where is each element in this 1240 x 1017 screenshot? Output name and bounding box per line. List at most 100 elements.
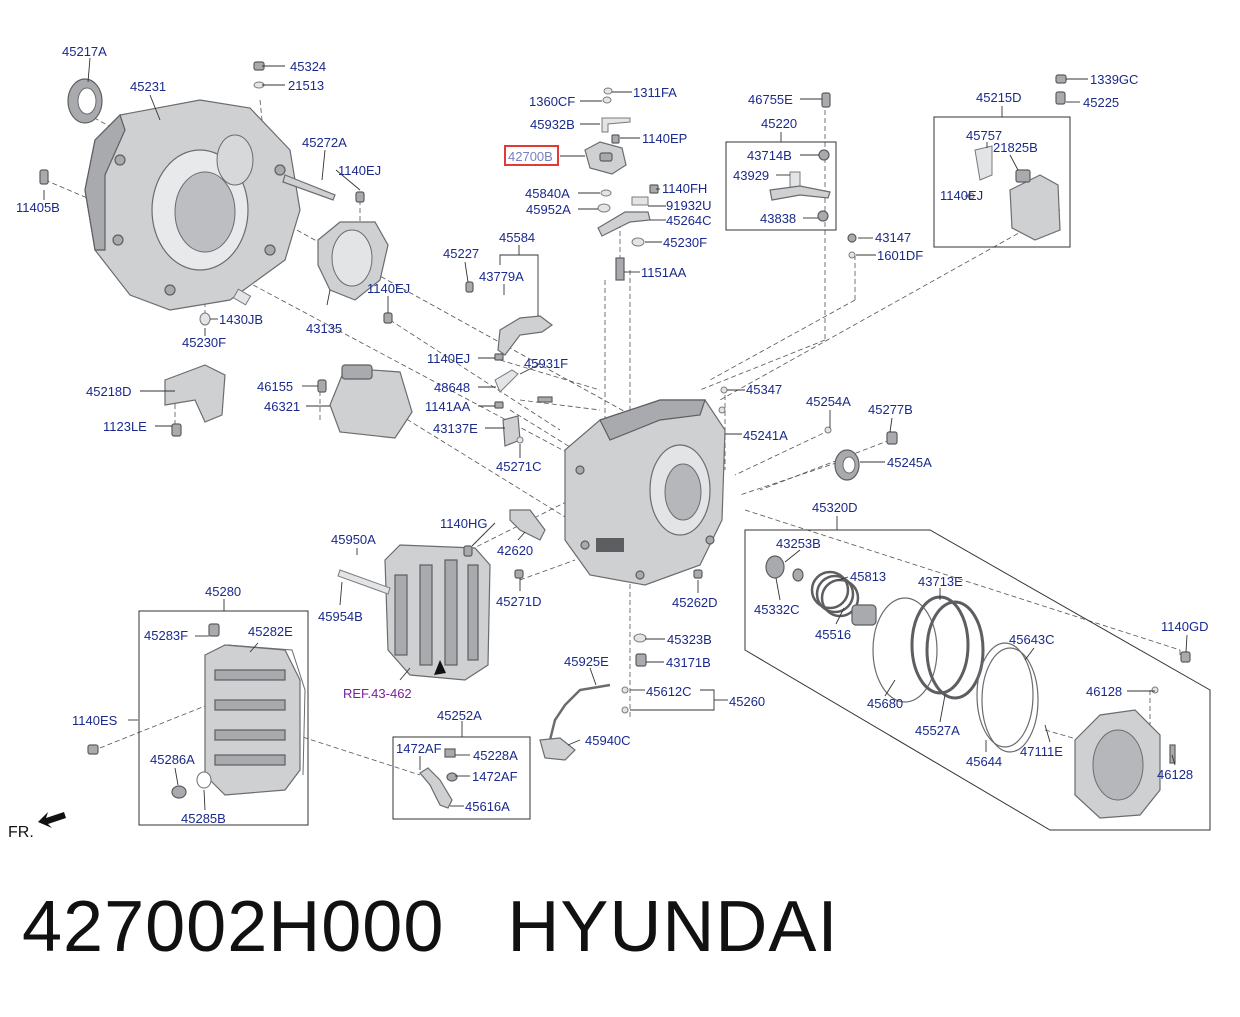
label-43929: 43929 bbox=[733, 168, 769, 183]
label-45254A: 45254A bbox=[806, 394, 851, 409]
mount-45215D bbox=[974, 145, 1061, 241]
label-45272A: 45272A bbox=[302, 135, 347, 150]
label-45320D: 45320D bbox=[812, 500, 858, 515]
footer-part-number: 427002H000 bbox=[22, 887, 445, 967]
label-1140GD: 1140GD bbox=[1161, 619, 1208, 634]
label-43171B: 43171B bbox=[666, 655, 711, 670]
label-45225: 45225 bbox=[1083, 95, 1119, 110]
label-45516: 45516 bbox=[815, 627, 851, 642]
label-ref-43-462[interactable]: REF.43-462 bbox=[343, 686, 412, 701]
label-43253B: 43253B bbox=[776, 536, 821, 551]
footer-caption: 427002H000 HYUNDAI bbox=[22, 886, 838, 968]
label-47111E: 47111E bbox=[1020, 744, 1063, 759]
label-1430JB: 1430JB bbox=[219, 312, 263, 327]
label-91932U: 91932U bbox=[666, 198, 712, 213]
label-45757: 45757 bbox=[966, 128, 1002, 143]
label-45616A: 45616A bbox=[465, 799, 510, 814]
label-45950A: 45950A bbox=[331, 532, 376, 547]
label-45241A: 45241A bbox=[743, 428, 788, 443]
label-1140EJ: 1140EJ bbox=[427, 351, 470, 366]
label-45252A: 45252A bbox=[437, 708, 482, 723]
label-45228A: 45228A bbox=[473, 748, 518, 763]
label-45215D: 45215D bbox=[976, 90, 1022, 105]
label-1140EJ: 1140EJ bbox=[940, 188, 983, 203]
label-1311FA: 1311FA bbox=[633, 85, 677, 100]
label-48648: 48648 bbox=[434, 380, 470, 395]
label-45262D: 45262D bbox=[672, 595, 718, 610]
label-45245A: 45245A bbox=[887, 455, 932, 470]
leader-lines bbox=[43, 57, 1188, 811]
front-direction-marker: FR. bbox=[8, 812, 66, 841]
label-45260: 45260 bbox=[729, 694, 765, 709]
label-1140EJ: 1140EJ bbox=[338, 163, 381, 178]
front-arrow-icon bbox=[38, 812, 66, 828]
label-45932B: 45932B bbox=[530, 117, 575, 132]
label-1601DF: 1601DF bbox=[877, 248, 923, 263]
label-43713E: 43713E bbox=[918, 574, 963, 589]
label-45813: 45813 bbox=[850, 569, 886, 584]
label-45840A: 45840A bbox=[525, 186, 570, 201]
front-label: FR. bbox=[8, 824, 34, 841]
label-46155: 46155 bbox=[257, 379, 293, 394]
label-1472AF: 1472AF bbox=[472, 769, 518, 784]
sensor-42700B bbox=[584, 141, 627, 175]
label-46128: 46128 bbox=[1086, 684, 1122, 699]
label-45584: 45584 bbox=[499, 230, 535, 245]
label-45282E: 45282E bbox=[248, 624, 293, 639]
highlight-box-42700B bbox=[504, 145, 559, 166]
label-45217A: 45217A bbox=[62, 44, 107, 59]
label-43779A: 43779A bbox=[479, 269, 524, 284]
label-42620: 42620 bbox=[497, 543, 533, 558]
part-labels: 45217A 45231 45324 21513 45272A 1140EJ 1… bbox=[16, 44, 1208, 826]
label-1140EJ: 1140EJ bbox=[367, 281, 410, 296]
label-45527A: 45527A bbox=[915, 723, 960, 738]
label-45612C: 45612C bbox=[646, 684, 692, 699]
label-45280: 45280 bbox=[205, 584, 241, 599]
label-45283F: 45283F bbox=[144, 628, 188, 643]
label-45264C: 45264C bbox=[666, 213, 712, 228]
transmission-case-45241A bbox=[564, 399, 726, 586]
label-45954B: 45954B bbox=[318, 609, 363, 624]
label-43714B: 43714B bbox=[747, 148, 792, 163]
label-45347: 45347 bbox=[746, 382, 782, 397]
label-45324: 45324 bbox=[290, 59, 326, 74]
label-21825B: 21825B bbox=[993, 140, 1038, 155]
assembly-dashed-lines bbox=[44, 99, 1181, 776]
label-45952A: 45952A bbox=[526, 202, 571, 217]
label-45231: 45231 bbox=[130, 79, 166, 94]
rear-cover-47111E bbox=[1074, 709, 1161, 819]
label-45220: 45220 bbox=[761, 116, 797, 131]
footer-brand: HYUNDAI bbox=[507, 887, 839, 967]
label-45230F: 45230F bbox=[663, 235, 707, 250]
valve-body-45950A bbox=[384, 544, 491, 681]
label-11405B: 11405B bbox=[16, 200, 60, 215]
box-45280 bbox=[138, 610, 309, 826]
transmission-housing-45231 bbox=[84, 99, 301, 311]
label-1140EP: 1140EP bbox=[642, 131, 687, 146]
label-42700B: 42700B bbox=[508, 149, 553, 164]
label-1141AA: 1141AA bbox=[425, 399, 471, 414]
label-45227: 45227 bbox=[443, 246, 479, 261]
label-1339GC: 1339GC bbox=[1090, 72, 1138, 87]
label-43137E: 43137E bbox=[433, 421, 478, 436]
oil-filter-46321 bbox=[329, 364, 413, 439]
label-45925E: 45925E bbox=[564, 654, 609, 669]
label-1140FH: 1140FH bbox=[662, 181, 707, 196]
label-45323B: 45323B bbox=[667, 632, 712, 647]
label-43147: 43147 bbox=[875, 230, 911, 245]
label-46755E: 46755E bbox=[748, 92, 793, 107]
oil-pan-45280 bbox=[204, 644, 306, 796]
label-1140HG: 1140HG bbox=[440, 516, 487, 531]
label-45332C: 45332C bbox=[754, 602, 800, 617]
label-43838: 43838 bbox=[760, 211, 796, 226]
label-1360CF: 1360CF bbox=[529, 94, 575, 109]
box-45320D bbox=[744, 529, 1211, 831]
label-43135: 43135 bbox=[306, 321, 342, 336]
label-45271C: 45271C bbox=[496, 459, 542, 474]
label-1472AF: 1472AF bbox=[396, 741, 442, 756]
label-1123LE: 1123LE bbox=[103, 419, 147, 434]
label-45643C: 45643C bbox=[1009, 632, 1055, 647]
label-46321: 46321 bbox=[264, 399, 300, 414]
box-45252A bbox=[392, 736, 531, 820]
